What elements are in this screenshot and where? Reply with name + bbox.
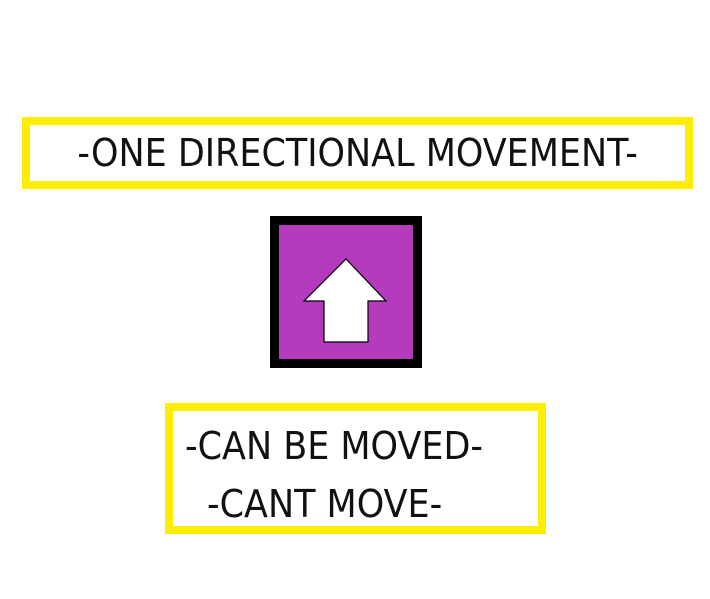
direction-tile-face — [279, 225, 413, 359]
title-banner: -ONE DIRECTIONAL MOVEMENT- — [22, 117, 693, 189]
direction-tile[interactable] — [270, 216, 422, 368]
info-line-cant-move: -CANT MOVE- — [207, 482, 443, 526]
arrow-up-icon — [302, 258, 388, 343]
info-panel: -CAN BE MOVED- -CANT MOVE- — [165, 403, 546, 534]
title-text: -ONE DIRECTIONAL MOVEMENT- — [77, 131, 638, 175]
info-line-can-be-moved: -CAN BE MOVED- — [185, 424, 484, 468]
